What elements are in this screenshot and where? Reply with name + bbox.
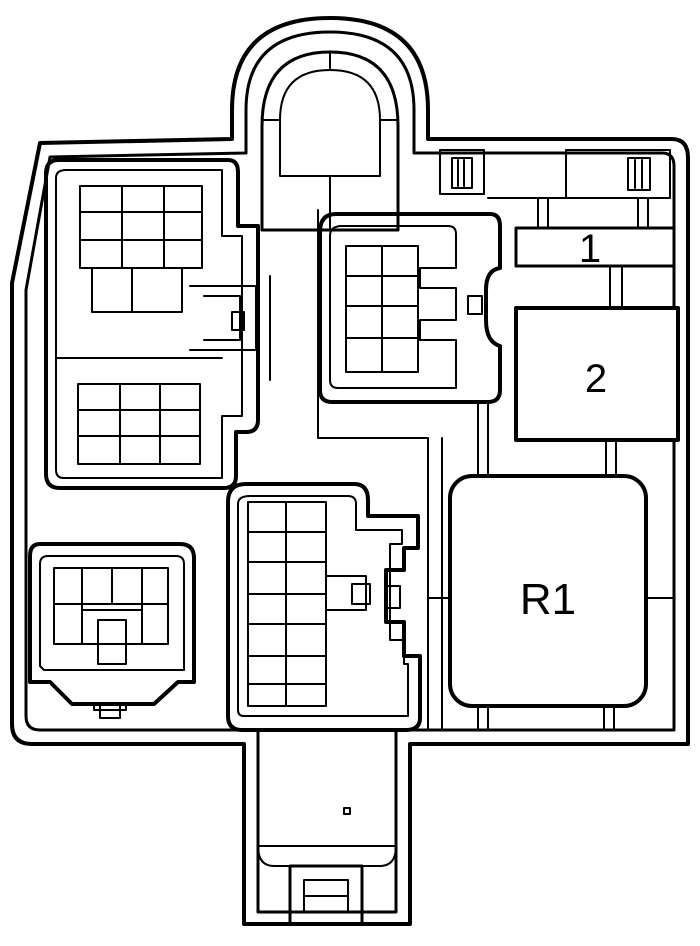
fuse-2-label: 2 (585, 357, 607, 401)
middle-lower-connector (226, 482, 422, 732)
internal-dividers (317, 209, 675, 731)
fuse-2: 2 (514, 306, 680, 442)
bottom-stem (257, 807, 397, 926)
top-mount (260, 50, 400, 232)
fuse-1-label: 1 (579, 227, 601, 271)
left-upper-connector (44, 158, 271, 490)
housing-inner-outline (24, 30, 676, 914)
relay-r1: R1 (448, 474, 648, 708)
relay-r1-label: R1 (520, 575, 576, 624)
top-right-terminals (439, 149, 671, 229)
fuse-1: 1 (514, 226, 676, 271)
housing-outline (10, 16, 690, 926)
left-lower-connector (28, 542, 196, 719)
middle-upper-connector (318, 212, 502, 404)
